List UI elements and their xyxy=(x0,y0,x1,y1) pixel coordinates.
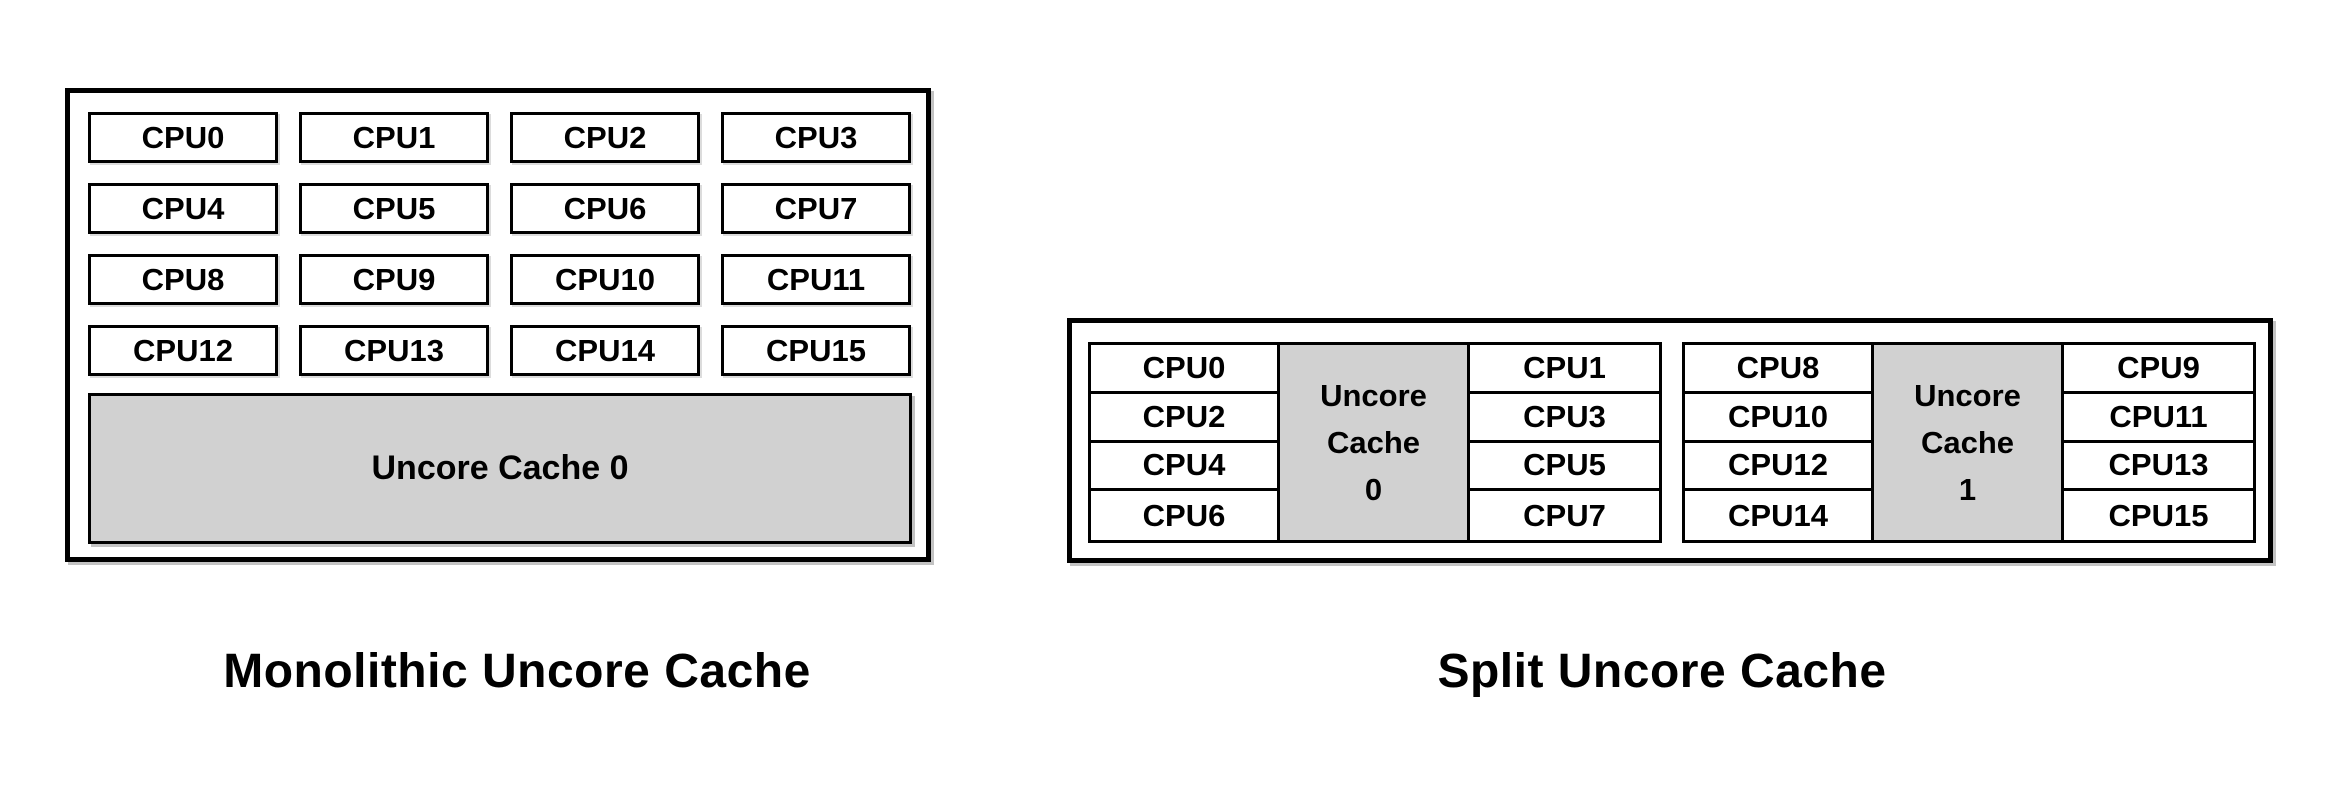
cpu-cell: CPU8 xyxy=(1685,345,1874,394)
cpu-cell: CPU1 xyxy=(1470,345,1659,394)
cpu-cell: CPU12 xyxy=(1685,442,1874,492)
cpu-box: CPU13 xyxy=(299,325,489,376)
cpu-box: CPU14 xyxy=(510,325,700,376)
cpu-cell: CPU10 xyxy=(1685,393,1874,443)
cpu-cell: CPU9 xyxy=(2064,345,2253,394)
cpu-box: CPU9 xyxy=(299,254,489,305)
cpu-cell: CPU2 xyxy=(1091,393,1280,443)
cpu-box: CPU11 xyxy=(721,254,911,305)
cache-line: 1 xyxy=(1958,472,1977,507)
cache-line: Uncore xyxy=(1320,378,1427,413)
uncore-cache-0-box: Uncore Cache 0 xyxy=(88,393,912,544)
split-group-1: CPU8 CPU10 CPU12 CPU14 Uncore Cache 1 CP… xyxy=(1682,342,2256,543)
cpu-cell: CPU0 xyxy=(1091,345,1280,394)
cpu-cell: CPU5 xyxy=(1470,442,1659,492)
cpu-cell: CPU4 xyxy=(1091,442,1280,492)
cpu-box: CPU8 xyxy=(88,254,278,305)
split-group-0: CPU0 CPU2 CPU4 CPU6 Uncore Cache 0 CPU1 … xyxy=(1088,342,1662,543)
monolithic-cpu-grid: CPU0 CPU1 CPU2 CPU3 CPU4 CPU5 CPU6 CPU7 … xyxy=(88,112,911,376)
cpu-box: CPU4 xyxy=(88,183,278,234)
cpu-cell: CPU15 xyxy=(2064,491,2253,540)
cpu-box: CPU7 xyxy=(721,183,911,234)
cache-line: Cache xyxy=(1920,425,2015,460)
cpu-box: CPU0 xyxy=(88,112,278,163)
cpu-box: CPU15 xyxy=(721,325,911,376)
uncore-cache-0-cell: Uncore Cache 0 xyxy=(1280,345,1470,540)
uncore-cache-1-cell: Uncore Cache 1 xyxy=(1874,345,2064,540)
cpu-cell: CPU11 xyxy=(2064,393,2253,443)
split-caption: Split Uncore Cache xyxy=(1437,645,1887,698)
cpu-cell: CPU7 xyxy=(1470,491,1659,540)
cpu-box: CPU6 xyxy=(510,183,700,234)
cpu-box: CPU3 xyxy=(721,112,911,163)
cpu-cell: CPU6 xyxy=(1091,491,1280,540)
monolithic-outer-box: CPU0 CPU1 CPU2 CPU3 CPU4 CPU5 CPU6 CPU7 … xyxy=(65,88,931,562)
cpu-box: CPU2 xyxy=(510,112,700,163)
cpu-cell: CPU3 xyxy=(1470,393,1659,443)
cpu-cell: CPU13 xyxy=(2064,442,2253,492)
cpu-box: CPU10 xyxy=(510,254,700,305)
cache-line: Cache xyxy=(1326,425,1421,460)
split-outer-box: CPU0 CPU2 CPU4 CPU6 Uncore Cache 0 CPU1 … xyxy=(1067,318,2273,563)
cpu-box: CPU5 xyxy=(299,183,489,234)
cpu-cell: CPU14 xyxy=(1685,491,1874,540)
cache-line: Uncore xyxy=(1914,378,2021,413)
cpu-box: CPU1 xyxy=(299,112,489,163)
cpu-box: CPU12 xyxy=(88,325,278,376)
monolithic-caption: Monolithic Uncore Cache xyxy=(223,645,811,698)
cache-line: 0 xyxy=(1364,472,1383,507)
